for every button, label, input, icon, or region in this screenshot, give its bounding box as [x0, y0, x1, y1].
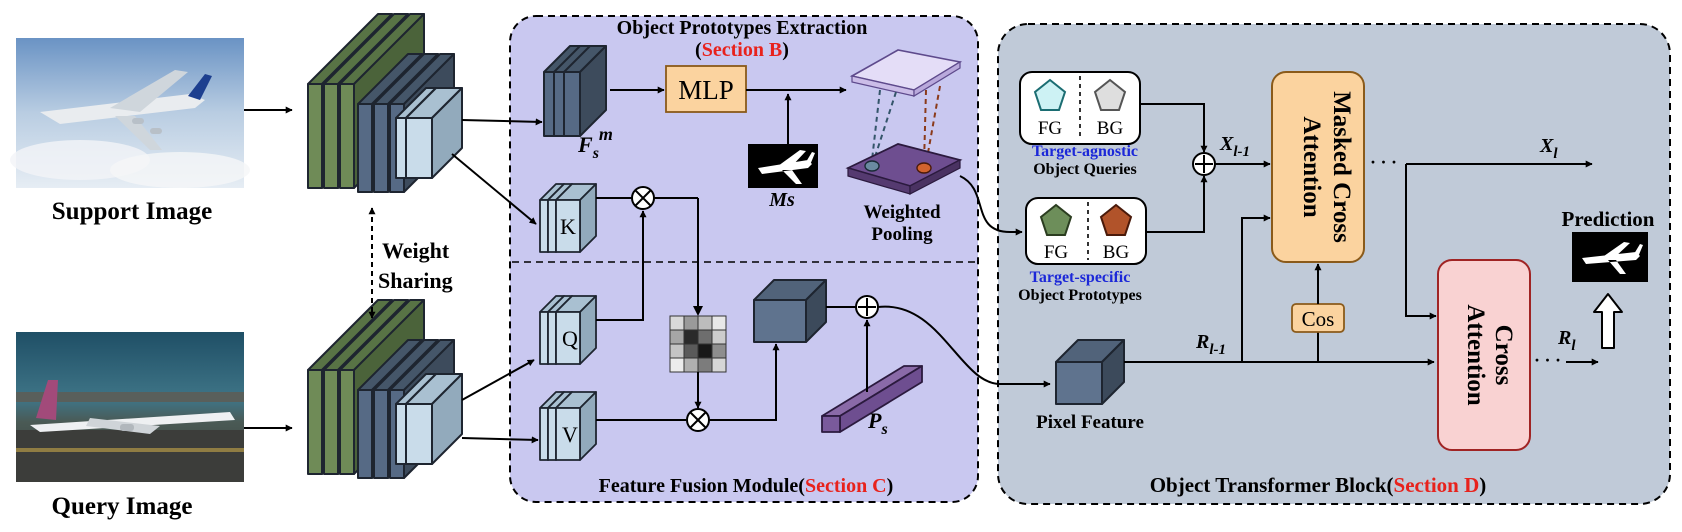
cross-attention-line2: Attention	[1462, 304, 1489, 405]
key-feature	[539, 183, 597, 253]
masked-cross-attention-line2: Attention	[1298, 116, 1325, 217]
masked-dots: · · ·	[1370, 152, 1397, 172]
backbone-to-q-arrow	[461, 359, 535, 401]
bg-query-label: BG	[1097, 118, 1124, 139]
backbone-to-k-arrow	[451, 153, 537, 225]
multiply-icon-1	[634, 189, 652, 207]
mlp-label: MLP	[678, 75, 734, 105]
bg-prototype-pentagon-icon	[1099, 203, 1133, 236]
prototype-prism	[821, 365, 923, 433]
support-backbone	[307, 13, 463, 193]
add-icon-1	[858, 298, 876, 316]
attention-matrix	[669, 315, 727, 373]
prototype-extraction-panel	[509, 15, 979, 503]
fused-to-pixel-arrow	[877, 305, 1051, 388]
weight-sharing-label-1: Weight	[382, 238, 450, 263]
ps-label: Ps	[867, 408, 888, 438]
mask-airplane-icon	[758, 150, 815, 184]
fg-prototype-pentagon-icon	[1039, 203, 1073, 236]
pooling-label: Pooling	[871, 224, 933, 245]
masked-cross-attention-box	[1271, 71, 1365, 263]
r-label: Rl	[1557, 327, 1576, 354]
otb-title: Object Transformer Block(Section D)	[1150, 473, 1487, 497]
cross-dots: · · ·	[1534, 350, 1561, 370]
q-to-multiply-arrow	[596, 210, 647, 321]
cross-attention-line1: Cross	[1490, 325, 1517, 386]
target-agnostic-label: Target-agnostic	[1032, 143, 1138, 160]
fg-query-label: FG	[1038, 118, 1063, 139]
support-image-label: Support Image	[52, 198, 212, 225]
query-feature	[539, 295, 597, 365]
multiply-icon-2	[689, 411, 707, 429]
fused-feature-cube	[753, 279, 827, 343]
query-image-label: Query Image	[52, 493, 193, 520]
support-image	[10, 38, 250, 188]
object-queries-label: Object Queries	[1033, 161, 1137, 178]
fg-prototype-label: FG	[1044, 242, 1069, 263]
x-to-cross-arrow	[1405, 164, 1437, 320]
k-label: K	[560, 214, 576, 239]
ffm-title: Feature Fusion Module(Section C)	[599, 475, 894, 497]
weight-sharing-label-2: Sharing	[378, 268, 453, 293]
x-label: Xl	[1539, 135, 1558, 162]
weighted-pooling	[845, 49, 963, 195]
backbone-to-fsm-arrow	[461, 118, 543, 126]
fg-query-pentagon-icon	[1033, 78, 1067, 111]
object-prototypes-label: Object Prototypes	[1018, 287, 1142, 304]
target-specific-label: Target-specific	[1030, 269, 1131, 286]
prediction-airplane-icon	[1582, 242, 1643, 274]
prototypes-to-add-arrow	[1146, 175, 1208, 233]
cos-label: Cos	[1302, 307, 1335, 331]
queries-to-add-arrow	[1140, 103, 1208, 153]
weighted-label: Weighted	[863, 202, 940, 223]
value-feature	[539, 391, 597, 461]
v-label: V	[562, 422, 578, 447]
support-masked-feature	[543, 45, 607, 137]
x-prev-label: Xl-1	[1219, 133, 1250, 160]
pixel-feature-cube	[1055, 339, 1125, 405]
mlp-box	[665, 65, 747, 113]
multiply-to-cube-arrow	[709, 343, 780, 421]
query-backbone	[307, 299, 463, 479]
ope-section: (Section B)	[695, 39, 789, 61]
pixel-to-masked-arrow	[1241, 214, 1271, 362]
cross-attention-box	[1437, 259, 1531, 451]
pixel-feature-label: Pixel Feature	[1036, 412, 1144, 433]
add-icon-2	[1195, 155, 1213, 173]
masked-cross-attention-line1: Masked Cross	[1328, 91, 1355, 243]
backbone-to-v-arrow	[461, 436, 539, 444]
r-prev-label: Rl-1	[1195, 331, 1226, 358]
fsm-label: Fsm	[577, 124, 613, 162]
bg-prototype-label: BG	[1103, 242, 1130, 263]
q-label: Q	[562, 326, 578, 351]
prediction-label: Prediction	[1562, 207, 1655, 231]
query-image	[16, 332, 244, 482]
bg-query-pentagon-icon	[1093, 78, 1127, 111]
pooling-to-prototypes-arrow	[959, 175, 1023, 236]
ope-title: Object Prototypes Extraction	[617, 17, 868, 39]
ms-label: Ms	[768, 189, 795, 211]
matrix-arrowhead	[693, 306, 703, 316]
up-arrow-icon	[1593, 293, 1623, 349]
